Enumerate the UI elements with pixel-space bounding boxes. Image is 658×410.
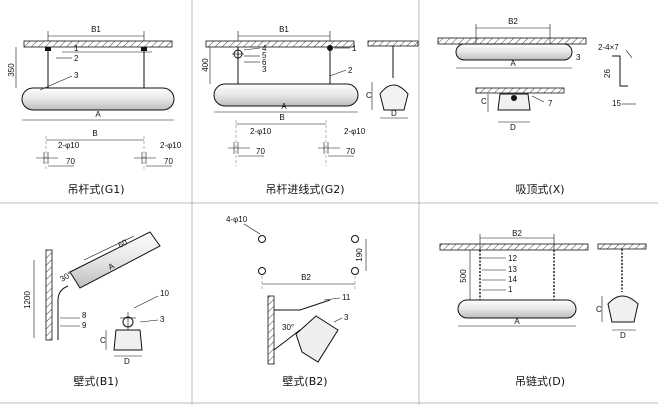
d-d-label: D: [620, 331, 626, 340]
caption-b2: 壁式(B2): [282, 374, 327, 388]
g2-70-left: 70: [256, 147, 265, 156]
d-tag-13: 13: [508, 265, 517, 274]
d-tag-12: 12: [508, 254, 517, 263]
g1-70-left: 70: [66, 157, 75, 166]
g2-tag-5: 5: [262, 51, 267, 60]
x-d-label: D: [510, 123, 516, 132]
b1-tag-8: 8: [82, 311, 87, 320]
d-c-label: C: [596, 305, 602, 314]
b2-tag-3: 3: [344, 313, 349, 322]
caption-g1: 吊杆式(G1): [67, 182, 124, 196]
b2-b2-label: B2: [301, 273, 311, 282]
b1-tag-3: 3: [160, 315, 165, 324]
x-26-label: 26: [603, 69, 612, 78]
g1-tag-2: 2: [74, 54, 79, 63]
g1-b1-label: B1: [91, 25, 101, 34]
g1-b-label: B: [92, 129, 97, 138]
g1-height-label: 350: [7, 63, 16, 77]
x-tag-7: 7: [548, 99, 553, 108]
x-a-label: A: [510, 59, 516, 68]
g2-c-label: C: [366, 91, 372, 100]
caption-b1: 壁式(B1): [73, 374, 118, 388]
x-c-label: C: [481, 97, 487, 106]
g1-70-right: 70: [164, 157, 173, 166]
b1-d-label: D: [124, 357, 130, 366]
b2-190-label: 190: [355, 248, 364, 262]
g2-tag-3: 3: [262, 65, 267, 74]
x-tag-3: 3: [576, 53, 581, 62]
panel-x-drawing: B2 A 3 2-4×7 26 15 C D 7: [437, 17, 636, 132]
x-bracket-hole: 2-4×7: [598, 43, 619, 52]
b1-c-label: C: [100, 336, 106, 345]
g2-tag-2: 2: [348, 66, 353, 75]
g2-d-label: D: [391, 109, 397, 118]
d-tag-14: 14: [508, 275, 517, 284]
b2-tag-11: 11: [342, 293, 351, 302]
panel-d-drawing: B2 500 A 12 13 14 1 C D: [439, 229, 647, 340]
g2-tag-6: 6: [262, 58, 267, 67]
d-b2-label: B2: [512, 229, 522, 238]
x-b2-label: B2: [508, 17, 518, 26]
g2-b-label: B: [279, 113, 284, 122]
panel-b1-drawing: 1200 60 A 30° 8 9 10 3 C D: [23, 231, 169, 366]
caption-g2: 吊杆进线式(G2): [265, 182, 344, 196]
g1-hole-label-right: 2-φ10: [160, 141, 182, 150]
g1-a-label: A: [95, 110, 101, 119]
d-tag-1: 1: [508, 285, 513, 294]
b2-hole-label: 4-φ10: [226, 215, 248, 224]
g2-height-label: 400: [201, 58, 210, 72]
g2-b1-label: B1: [279, 25, 289, 34]
d-500-label: 500: [459, 269, 468, 283]
x-15-label: 15: [612, 99, 621, 108]
b2-angle-label: 30°: [282, 323, 294, 332]
b1-tag-10: 10: [160, 289, 169, 298]
b1-1200-label: 1200: [23, 291, 32, 309]
g1-tag-3: 3: [74, 71, 79, 80]
g2-tag-1: 1: [352, 44, 357, 53]
g2-70-right: 70: [346, 147, 355, 156]
panel-b2-drawing: 4-φ10 B2 190 11 3 30°: [226, 215, 367, 365]
g2-tag-4: 4: [262, 44, 267, 53]
g2-hole-label-left: 2-φ10: [250, 127, 272, 136]
g2-hole-label-right: 2-φ10: [344, 127, 366, 136]
caption-x: 吸顶式(X): [515, 183, 564, 196]
b1-tag-9: 9: [82, 321, 87, 330]
panel-g2-drawing: B1 400 A 4 5 6 3 1 2 C D B: [201, 25, 419, 166]
g1-tag-1: 1: [74, 44, 79, 53]
g1-hole-label-left: 2-φ10: [58, 141, 80, 150]
panel-g1-drawing: B1 350 A 1 2 3 B 2-φ10 2-φ10 70 70: [7, 25, 182, 170]
b1-a-label: A: [107, 261, 117, 272]
g2-a-label: A: [281, 102, 287, 111]
caption-d: 吊链式(D): [515, 374, 565, 388]
d-a-label: A: [514, 317, 520, 326]
